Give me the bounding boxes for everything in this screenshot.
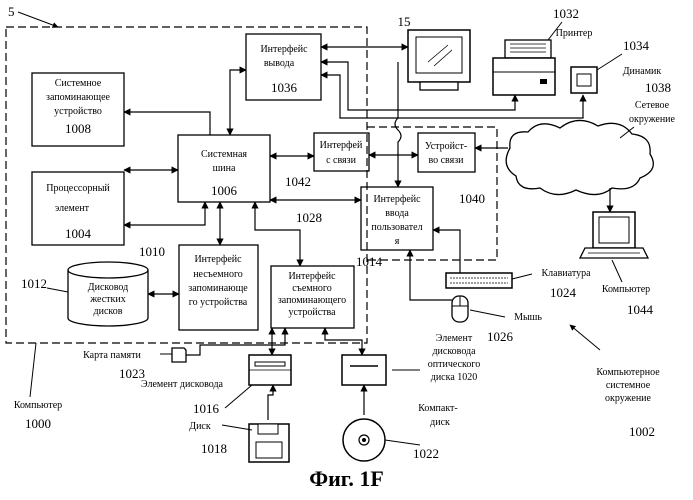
keyboard-number: 1024 — [550, 285, 577, 300]
removable-label: запоминающего — [278, 295, 346, 306]
output-interface-number: 1036 — [271, 80, 298, 95]
speaker-icon — [571, 67, 597, 93]
output-interface-label: вывода — [264, 58, 295, 69]
memory-card-label: Карта памяти — [83, 350, 141, 361]
comm-device-box — [418, 133, 475, 172]
ref-main-label: 5 — [8, 4, 15, 19]
computer-env-label: окружение — [605, 393, 652, 404]
nonremovable-label: Интерфейс — [194, 254, 242, 265]
printer-icon — [493, 40, 555, 95]
computer-number: 1000 — [25, 416, 51, 431]
processor-label: элемент — [55, 203, 90, 214]
drive-element-number: 1016 — [193, 401, 220, 416]
keyboard-label: Клавиатура — [541, 268, 591, 279]
mouse-label: Мышь — [514, 312, 542, 323]
system-memory-label: устройство — [54, 106, 102, 117]
nonremovable-label: запоминающе — [188, 283, 248, 294]
hdd-label: Дисковод — [88, 282, 128, 293]
output-interface-label: Интерфейс — [260, 44, 308, 55]
comm-interface-label: с связи — [326, 155, 357, 166]
hdd-label: дисков — [94, 306, 123, 317]
nonremovable-label: го устройства — [189, 297, 248, 308]
disk-label: Диск — [189, 421, 211, 432]
optical-drive-label: оптического — [428, 359, 480, 370]
network-cloud-icon — [506, 120, 653, 194]
user-input-number: 1028 — [296, 210, 322, 225]
comm-device-label: во связи — [428, 155, 464, 166]
optical-drive-label: диска 1020 — [431, 372, 478, 383]
system-memory-number: 1008 — [65, 121, 91, 136]
nonremovable-number: 1010 — [139, 244, 165, 259]
floppy-drive-icon — [249, 355, 291, 385]
optical-drive-label: Элемент — [436, 333, 473, 344]
compact-disk-icon — [343, 419, 385, 461]
comm-device-number: 1040 — [459, 191, 485, 206]
remote-computer-icon — [580, 212, 648, 258]
removable-label: устройства — [288, 307, 336, 318]
floppy-disk-icon — [249, 424, 289, 462]
user-input-label: я — [395, 236, 400, 247]
system-memory-label: запоминающее — [46, 92, 110, 103]
memory-card-icon — [172, 348, 186, 362]
computer-env-number: 1002 — [629, 424, 655, 439]
computer-env-label: системное — [606, 380, 651, 391]
system-bus-number: 1006 — [211, 183, 238, 198]
mouse-number: 1026 — [487, 329, 514, 344]
user-input-label: Интерфейс — [373, 194, 421, 205]
network-number: 1038 — [645, 80, 671, 95]
remote-computer-label: Компьютер — [602, 284, 650, 295]
network-label: окружение — [629, 114, 676, 125]
user-input-label: ввода — [385, 208, 409, 219]
disk-number: 1018 — [201, 441, 227, 456]
system-bus-label: Системная — [201, 149, 247, 160]
user-input-label: пользовател — [371, 222, 422, 233]
network-label: Сетевое — [635, 100, 670, 111]
nonremovable-label: несъемного — [193, 269, 243, 280]
removable-number: 1014 — [356, 254, 383, 269]
remote-computer-number: 1044 — [627, 302, 654, 317]
optical-drive-icon — [342, 355, 386, 385]
computer-label: Компьютер — [14, 400, 62, 411]
compact-disk-label: диск — [430, 417, 450, 428]
drive-element-label: Элемент дисковода — [141, 379, 224, 390]
comm-device-label: Устройст- — [425, 141, 467, 152]
computer-env-label: Компьютерное — [596, 367, 660, 378]
printer-number: 1032 — [553, 6, 579, 21]
processor-number: 1004 — [65, 226, 92, 241]
processor-label: Процессорный — [46, 183, 110, 194]
mouse-icon — [452, 296, 468, 322]
monitor-number: 15 — [398, 14, 411, 29]
system-memory-label: Системное — [55, 78, 102, 89]
comm-interface-label: Интерфей — [320, 140, 363, 151]
keyboard-icon — [446, 273, 512, 288]
optical-drive-label: дисковода — [432, 346, 476, 357]
compact-disk-number: 1022 — [413, 446, 439, 461]
monitor-icon — [408, 30, 470, 90]
compact-disk-label: Компакт- — [418, 403, 458, 414]
printer-label: Принтер — [556, 28, 593, 39]
hdd-number: 1012 — [21, 276, 47, 291]
comm-interface-number: 1042 — [285, 174, 311, 189]
system-bus-label: шина — [213, 163, 236, 174]
hdd-label: жестких — [89, 294, 125, 305]
figure-caption: Фиг. 1F — [0, 466, 693, 492]
removable-label: съемного — [292, 283, 332, 294]
speaker-label: Динамик — [623, 66, 662, 77]
removable-label: Интерфейс — [288, 271, 336, 282]
speaker-number: 1034 — [623, 38, 650, 53]
